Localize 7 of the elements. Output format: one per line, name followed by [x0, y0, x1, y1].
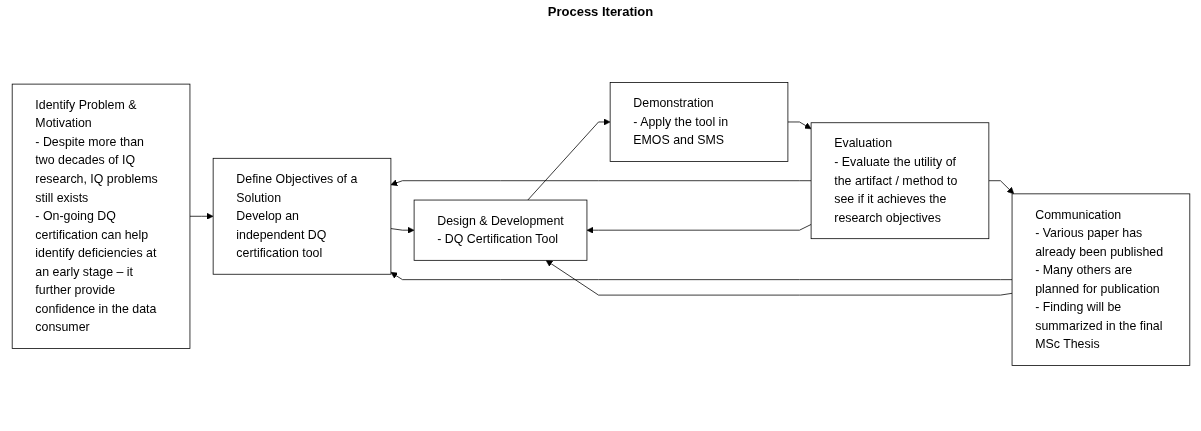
- node-box: Evaluation - Evaluate the utility of the artifact / method to see if it achieves the research objectives: [810, 122, 989, 240]
- node-box: Define Objectives of a Solution Develop an independent DQ certification tool: [212, 157, 391, 275]
- node-box: Identify Problem & Motivation - Despite more than two decades of IQ research, IQ problems still exists - On-going DQ certification can help identify deficiencies at an early stage – it further provide confidence in the data consumer: [11, 83, 190, 349]
- node-box: Demonstration - Apply the tool in EMOS and SMS: [609, 82, 788, 162]
- note-label: Process Iteration: [547, 4, 654, 19]
- node-box: Design & Development - DQ Certification Tool: [413, 199, 587, 261]
- node-box: Communication - Various paper has already been published - Many others are planned for publication - Finding will be summarized in the final MSc Thesis: [1011, 193, 1190, 366]
